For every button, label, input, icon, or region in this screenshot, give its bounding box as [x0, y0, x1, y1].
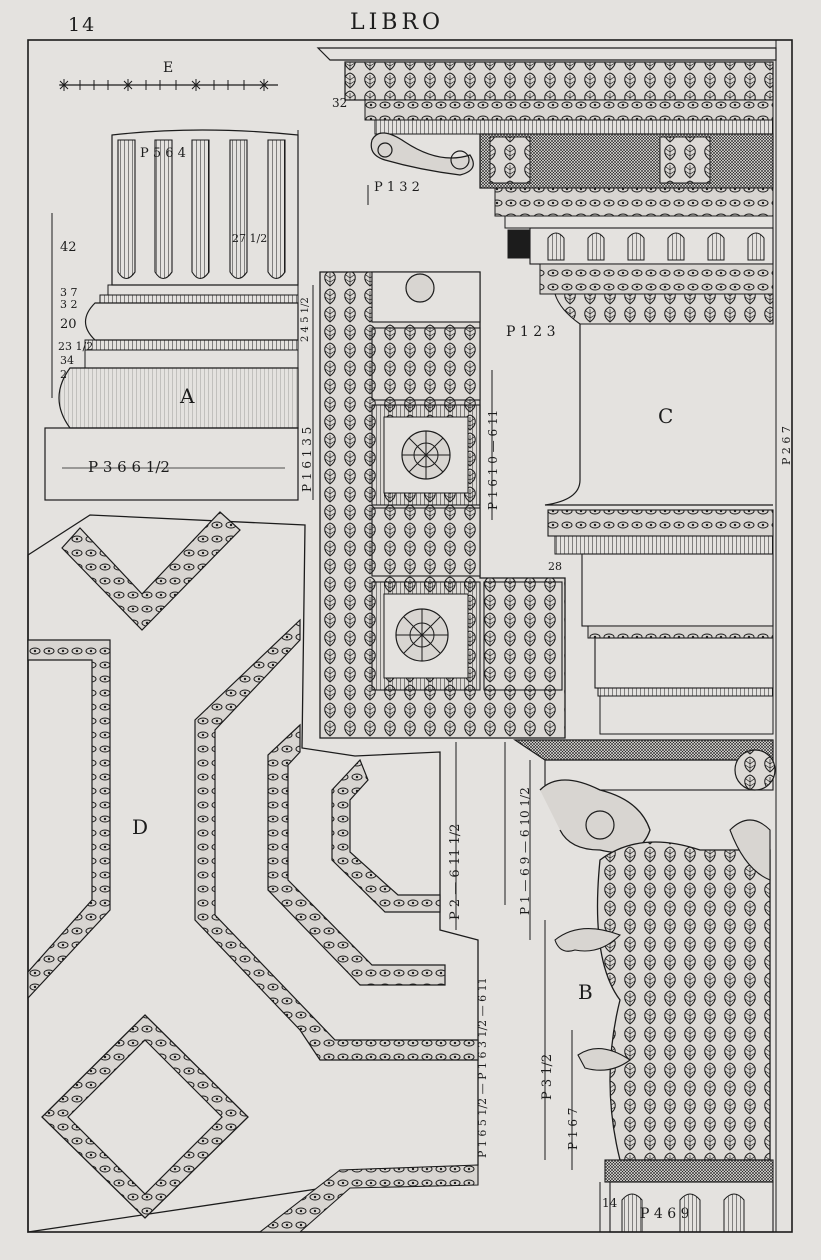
dim-d-1: P 2 — 6 11 1/2 [448, 823, 463, 920]
label-a: A [180, 384, 195, 408]
dim-a-flute: P 5 6 4 [140, 146, 186, 161]
dim-a-base-width: P 3 6 6 1/2 [88, 458, 170, 476]
dim-a-moulding-1: 42 [60, 240, 77, 255]
dim-d-3: P 1 6 5 1/2 — P 1 6 3 1/2 — 6 11 [476, 977, 489, 1158]
capital-b [513, 739, 776, 1233]
label-c: C [658, 404, 674, 428]
dim-a-flute-depth: 27 1/2 [232, 232, 268, 245]
dim-a-right: 2 4 5 1/2 [300, 297, 311, 342]
dim-b-1: P 3 1/2 [540, 1053, 555, 1100]
label-d: D [132, 815, 149, 839]
label-e: E [163, 60, 174, 76]
dim-a-moulding-3: 3 2 [60, 298, 78, 311]
moulding-strip-e [59, 79, 278, 91]
coffer-pattern-d [27, 511, 479, 1233]
dim-b-base: P 4 6 9 [640, 1206, 690, 1222]
column-base-a [44, 129, 314, 501]
dim-a-moulding-2: 3 7 [60, 286, 78, 299]
dim-c-mid: P 1 2 3 [506, 324, 556, 340]
soffit-panel [319, 271, 566, 739]
page-number: 14 [68, 14, 97, 36]
dim-b-2: P 1 6 7 [566, 1107, 580, 1150]
dim-a-moulding-7: 2 [60, 368, 67, 381]
dim-a-moulding-6: 34 [60, 354, 74, 367]
dim-panel-corner: 28 [548, 560, 562, 573]
dim-c-right: P 2 6 7 [780, 426, 793, 465]
dim-a-base-height: P 1 6 1 3 5 [300, 426, 314, 492]
page-title: LIBRO [350, 10, 445, 35]
dim-a-moulding-4: 20 [60, 317, 77, 332]
dim-panel-height: P 1 6 1 0 — 6 11 [486, 409, 500, 510]
dim-c-top: P 1 3 2 [374, 180, 420, 195]
dim-b-base-side: 14 [602, 1196, 618, 1210]
dim-a-moulding-5: 23 1/2 [58, 340, 94, 353]
dimension-lines [367, 185, 573, 1170]
entablature-c [316, 47, 777, 735]
label-b: B [578, 980, 593, 1004]
dim-c-top-left: 32 [332, 96, 348, 110]
dim-d-2: P 1 — 6 9 — 6 10 1/2 [518, 787, 532, 915]
